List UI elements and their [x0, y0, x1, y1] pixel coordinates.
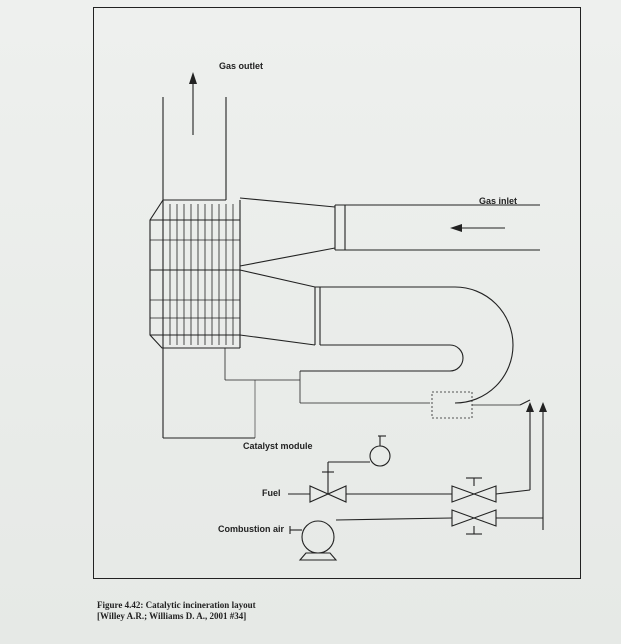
- heat-exchanger: [149, 199, 241, 349]
- gas-inlet-duct: [335, 204, 540, 251]
- caption-title: Figure 4.42: Catalytic incineration layo…: [97, 600, 256, 610]
- fuel-line: [288, 489, 531, 495]
- fuel-control-valve: [309, 461, 370, 503]
- fuel-label: Fuel: [262, 488, 281, 498]
- gas-inlet-label: Gas inlet: [479, 196, 518, 206]
- return-duct: [239, 269, 514, 404]
- gas-inlet-arrow: [450, 224, 505, 232]
- gas-outlet-arrow: [189, 72, 197, 135]
- combustion-air-line: [335, 517, 543, 521]
- combustion-air-label: Combustion air: [218, 524, 285, 534]
- pressure-gauge: [369, 435, 391, 467]
- outer-casing: [162, 348, 256, 439]
- combustion-air-blower: [289, 520, 338, 561]
- caption-reference: [Willey A.R.; Williams D. A., 2001 #34]: [97, 611, 247, 621]
- burner-feed-arrows: [519, 399, 547, 530]
- figure-frame: [93, 7, 581, 579]
- inlet-cone: [239, 197, 346, 267]
- figure-caption: Figure 4.42: Catalytic incineration layo…: [97, 600, 256, 622]
- catalyst-module-label: Catalyst module: [243, 441, 313, 451]
- gas-outlet-label: Gas outlet: [219, 61, 264, 71]
- gas-outlet-duct: [162, 97, 227, 200]
- fuel-air-valves: [451, 477, 497, 535]
- catalyst-module: [224, 348, 520, 419]
